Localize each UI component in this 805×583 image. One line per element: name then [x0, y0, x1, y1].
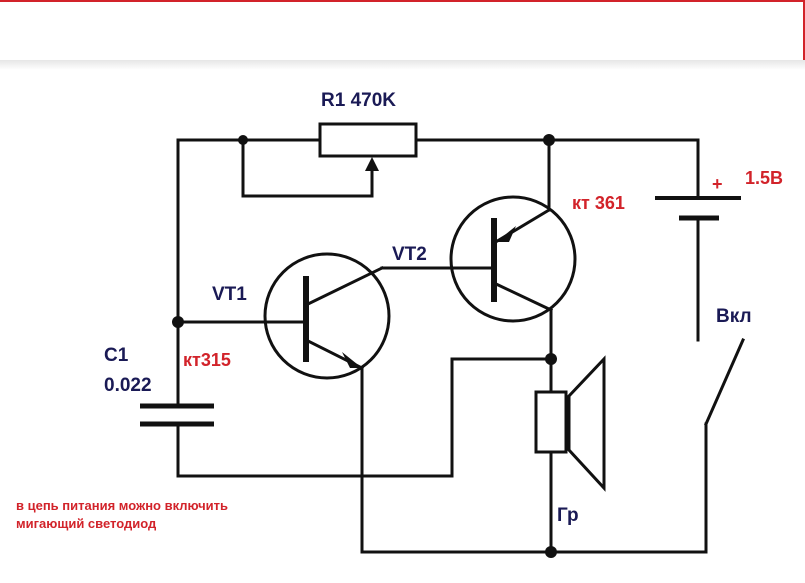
junction-dot [543, 134, 555, 146]
battery-voltage-label: 1.5B [745, 168, 783, 188]
resistor-r1 [318, 122, 418, 158]
junction-dot [238, 135, 248, 145]
junction-dot [545, 353, 557, 365]
vt1-emitter-wire [360, 366, 553, 554]
c1-label: C1 [104, 345, 129, 366]
speaker-icon [567, 355, 606, 492]
r1-wiper-wire [241, 138, 374, 198]
vt1-label: VT1 [212, 284, 247, 305]
vt1-emitter-arrow [342, 352, 362, 368]
speaker-coil [534, 390, 568, 454]
note-line-2: мигающий светодиод [16, 516, 157, 531]
circuit-note: в цепь питания можно включить мигающий с… [16, 497, 316, 533]
speaker-label: Гр [557, 505, 579, 526]
transistor-vt1 [263, 252, 391, 380]
header-bar [0, 0, 805, 60]
header-border [803, 0, 805, 60]
vt1-type-label: кт315 [183, 350, 231, 370]
c1-value-label: 0.022 [104, 375, 152, 396]
switch-bottom-wire [549, 422, 708, 554]
transistor-vt2 [449, 195, 577, 323]
vt1-collector [303, 265, 385, 308]
battery-plus-label: + [712, 174, 723, 194]
switch-label: Вкл [716, 306, 752, 327]
vt2-type-label: кт 361 [572, 193, 625, 213]
vt2-label: VT2 [392, 244, 427, 265]
switch-lever [704, 338, 745, 426]
r1-label: R1 470K [321, 90, 396, 111]
header-shadow [0, 60, 805, 70]
left-bottom-wire [176, 357, 553, 478]
top-rail-wire-right [414, 138, 700, 200]
r1-wiper-arrow [365, 157, 379, 171]
note-line-1: в цепь питания можно включить [16, 498, 229, 513]
vt2-collector [492, 281, 553, 312]
vt2-emitter-arrow [496, 226, 516, 242]
